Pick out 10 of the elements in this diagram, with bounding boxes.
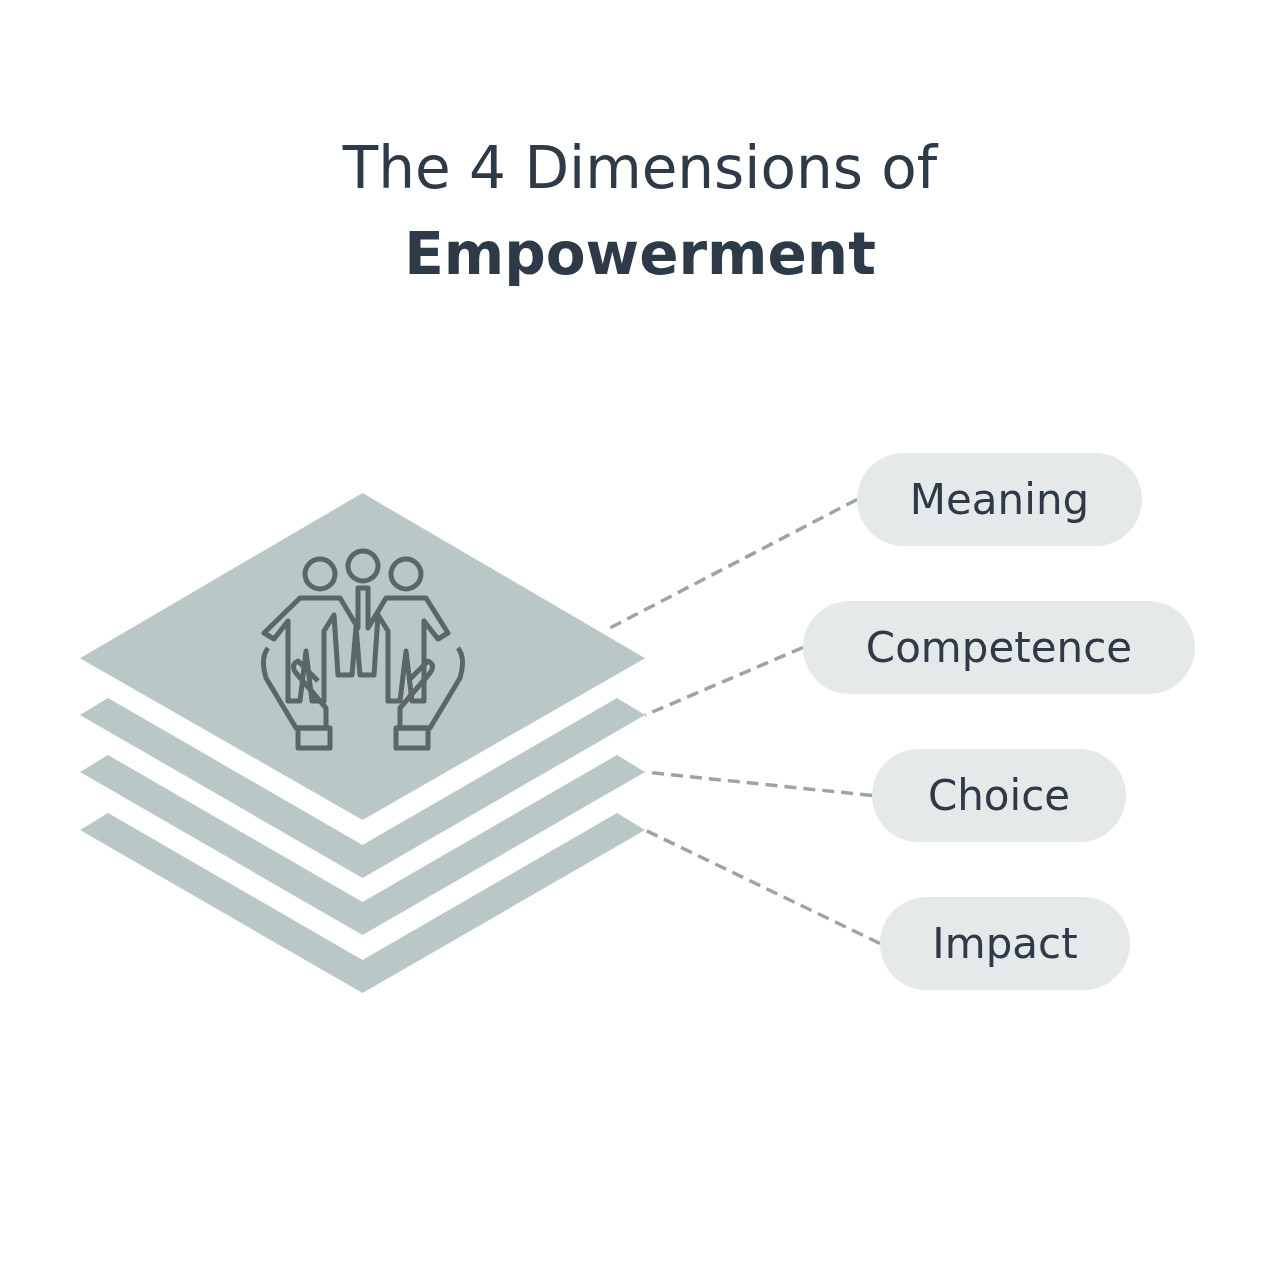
- dimension-label: Impact: [932, 919, 1078, 968]
- dimension-label: Meaning: [909, 475, 1090, 524]
- layer-chevron: [80, 754, 645, 935]
- layer-chevron: [80, 697, 645, 878]
- dimension-label: Competence: [865, 623, 1133, 672]
- leader-line: [644, 828, 881, 946]
- dimension-label: Choice: [927, 771, 1071, 820]
- title: The 4 Dimensions of Empowerment: [341, 133, 940, 290]
- leader-line: [644, 645, 804, 717]
- layer-chevron: [80, 812, 645, 993]
